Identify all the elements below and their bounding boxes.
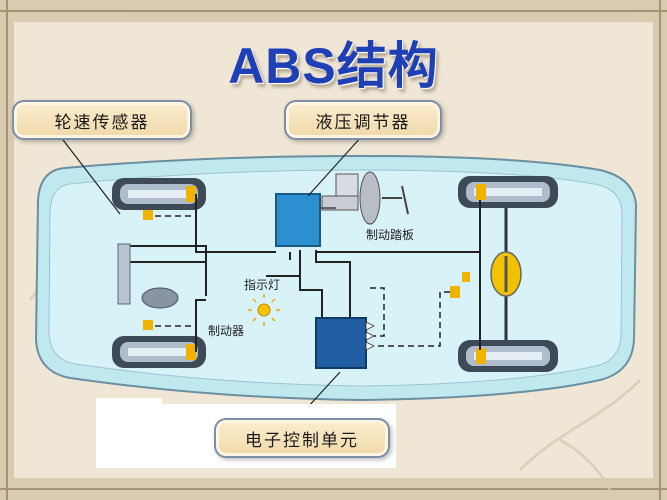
label-brake-pedal: 制动踏板 [366,228,415,242]
wheel-rear-right [458,340,558,372]
page-title: ABS结构 [228,38,439,94]
label-brake: 制动器 [208,324,245,338]
label-indicator-lamp: 指示灯 [244,278,281,292]
sensor-rr-icon [450,286,460,298]
indicator-lamp-icon [248,294,280,326]
sensor-rl-icon [143,320,153,330]
label-wheel-speed-sensor: 轮速传感器 [12,100,192,140]
wheel-sensor-icon [186,186,196,202]
white-patch [96,398,162,468]
wheel-front-right [458,176,558,208]
wheel-rear-left [112,336,206,368]
hydraulic-modulator-block [275,193,321,247]
sensor-fl-icon [143,210,153,220]
label-hydraulic-modulator: 液压调节器 [284,100,442,140]
label-ecu: 电子控制单元 [214,418,390,458]
ecu-block [315,317,367,369]
wheel-front-left [112,178,206,210]
